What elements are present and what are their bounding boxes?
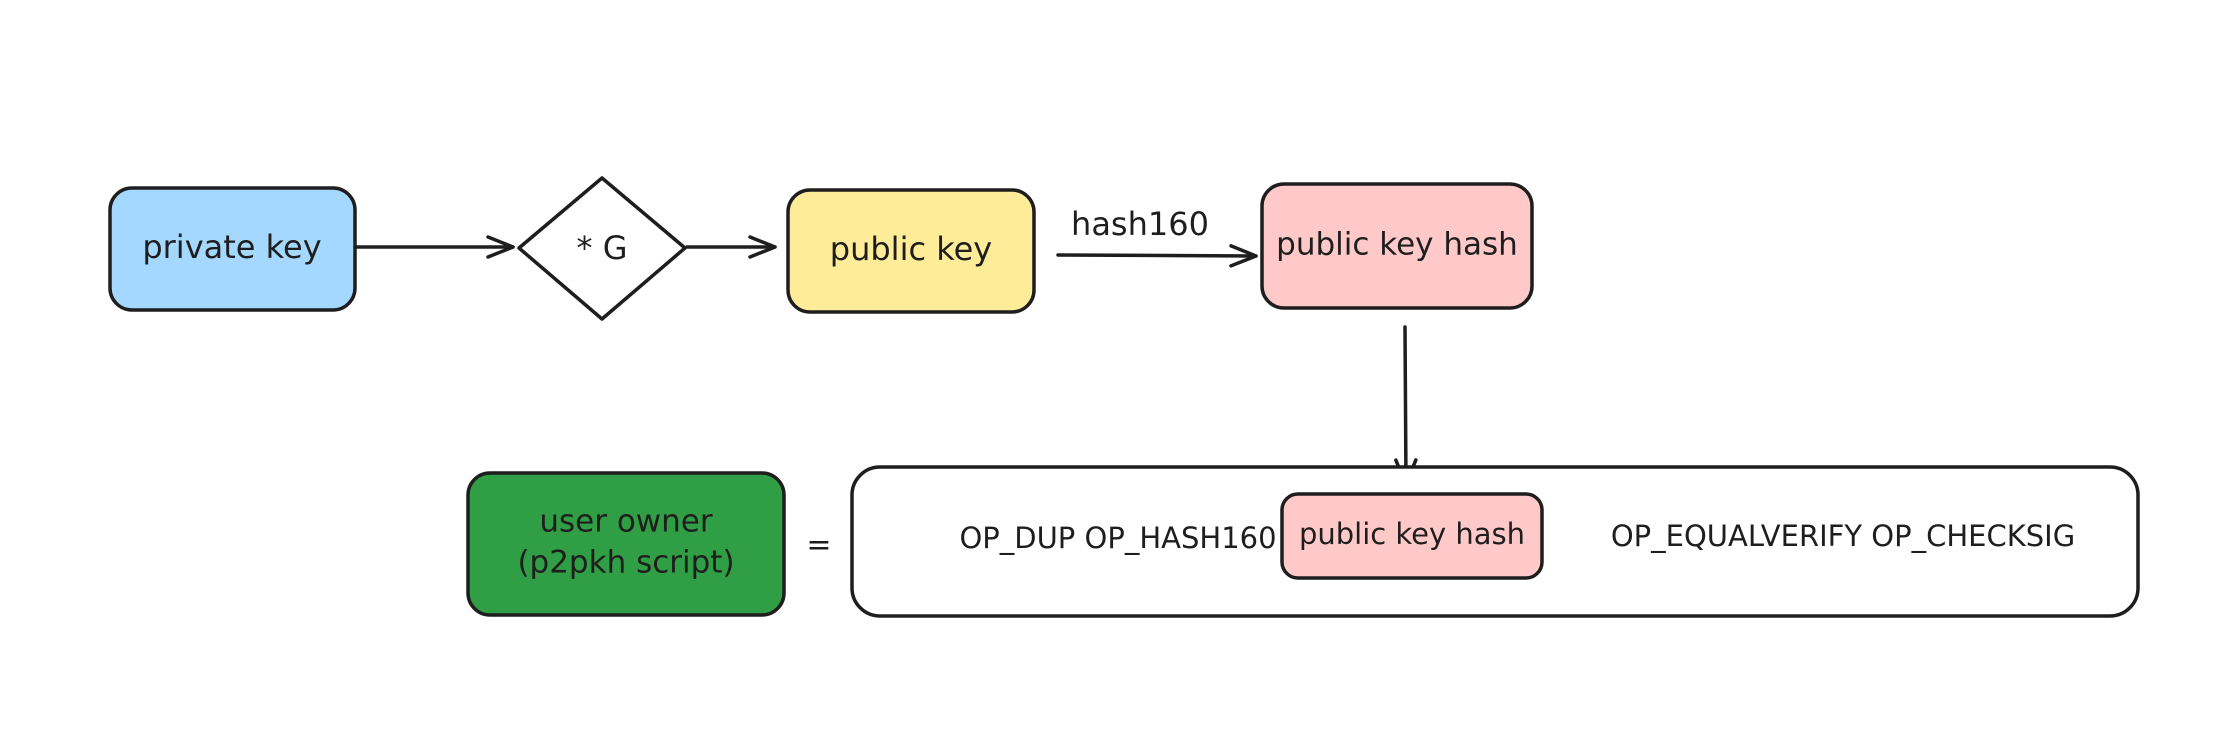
public-key-node: public key: [786, 188, 1036, 314]
public-key-label: public key: [830, 230, 992, 268]
private-key-label: private key: [142, 228, 321, 266]
script-suffix-opcodes: OP_EQUALVERIFY OP_CHECKSIG: [1611, 519, 2075, 553]
user-owner-label-line2: (p2pkh script): [517, 545, 734, 581]
public-key-hash-label: public key hash: [1276, 227, 1518, 263]
equals-sign: =: [806, 528, 831, 563]
private-key-node: private key: [108, 186, 357, 312]
generator-multiply-node: * G: [517, 176, 687, 321]
script-prefix-opcodes: OP_DUP OP_HASH160: [959, 521, 1276, 555]
public-key-hash-node: public key hash: [1260, 182, 1534, 310]
user-owner-node: user owner (p2pkh script): [466, 471, 786, 617]
p2pkh-script-box: OP_DUP OP_HASH160 public key hash OP_EQU…: [850, 465, 2140, 618]
script-public-key-hash-label: public key hash: [1299, 517, 1525, 551]
script-public-key-hash-node: public key hash: [1280, 492, 1544, 580]
arrow-public-key-to-hash: [1056, 244, 1258, 268]
user-owner-label-line1: user owner: [539, 504, 713, 540]
generator-label: * G: [577, 229, 628, 267]
arrow-hash-to-script: [1394, 325, 1418, 487]
hash160-edge-label: hash160: [1071, 205, 1209, 243]
